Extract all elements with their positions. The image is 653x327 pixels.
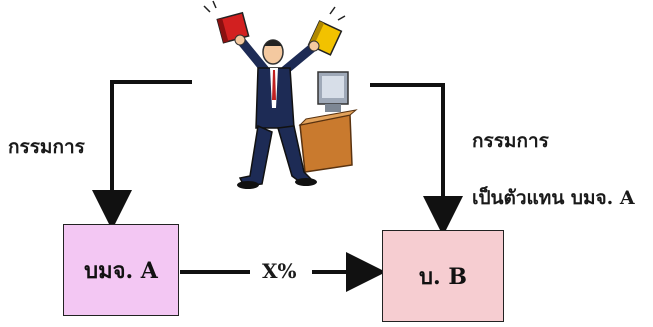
company-b-box: บ. B <box>382 230 504 322</box>
left-connector <box>92 80 192 230</box>
company-a-box: บมจ. A <box>63 224 179 316</box>
right-director-label: กรรมการ <box>472 130 549 152</box>
company-b-label: บ. B <box>419 263 467 290</box>
right-representative-label: เป็นตัวแทน บมจ. A <box>472 187 635 209</box>
left-director-label: กรรมการ <box>8 136 85 158</box>
company-a-label: บมจ. A <box>84 257 158 284</box>
ownership-percent-label: X% <box>262 259 297 283</box>
juggling-businessman-illustration <box>203 0 358 189</box>
right-connector <box>370 83 463 236</box>
